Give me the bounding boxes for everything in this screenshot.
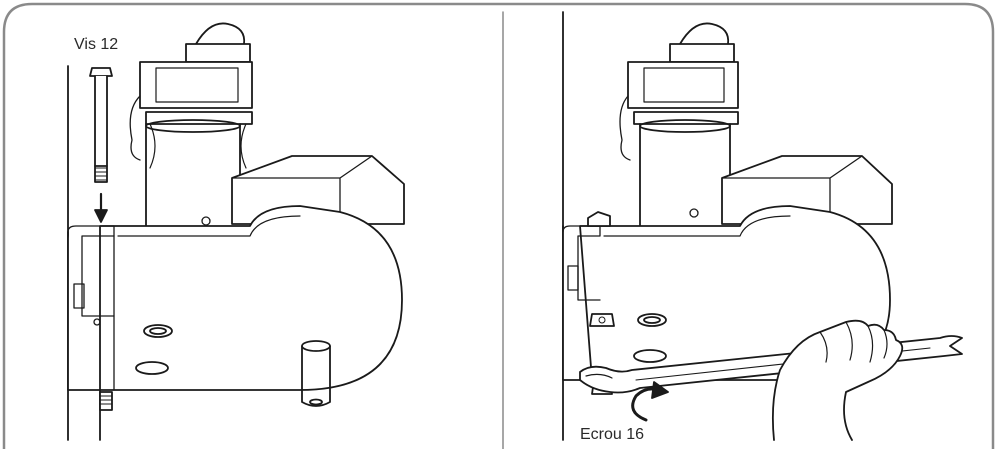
down-arrow-icon bbox=[94, 192, 108, 223]
gearbox-top bbox=[201, 155, 405, 226]
gearbox-top-right bbox=[689, 155, 893, 225]
screw-end-bottom bbox=[99, 391, 113, 411]
motor-tube-right bbox=[639, 119, 731, 231]
bolt-icon bbox=[89, 67, 113, 183]
hand-icon bbox=[771, 319, 904, 441]
nut-callout: Ecrou 16 bbox=[580, 426, 645, 443]
output-shaft bbox=[301, 340, 331, 407]
bolt-head-top bbox=[587, 211, 611, 227]
motor-cap-right bbox=[619, 22, 739, 161]
rotate-arrow-icon bbox=[631, 381, 669, 422]
left-panel bbox=[67, 22, 405, 441]
motor-cap bbox=[129, 22, 253, 169]
nut-upper bbox=[589, 313, 615, 327]
right-panel bbox=[562, 11, 963, 441]
motor-tube bbox=[145, 119, 241, 231]
screw-callout: Vis 12 bbox=[74, 36, 119, 53]
bracket-body bbox=[67, 205, 403, 441]
